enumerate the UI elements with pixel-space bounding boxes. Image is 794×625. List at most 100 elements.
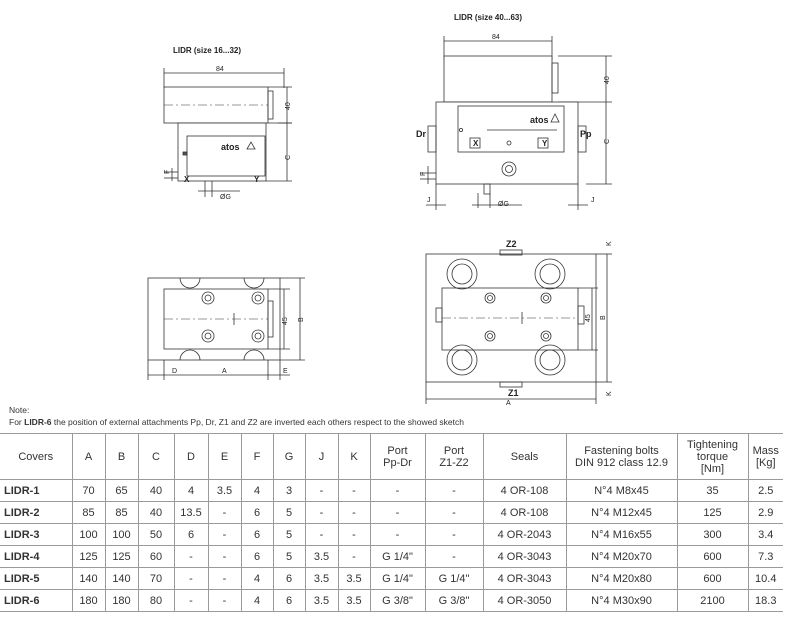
port-dr: Dr xyxy=(416,129,426,139)
table-cell: 85 xyxy=(71,501,106,524)
table-cell: 180 xyxy=(71,589,106,612)
table-cell: 100 xyxy=(71,523,106,546)
dim-phig-small: ØG xyxy=(220,194,231,201)
dim-a-large: A xyxy=(506,400,511,406)
table-cell: G 3/8" xyxy=(369,589,426,612)
table-cell: 50 xyxy=(137,523,175,546)
table-cell: - xyxy=(173,545,209,568)
column-header: Mass[Kg] xyxy=(747,433,783,480)
table-cell: N°4 M20x80 xyxy=(565,567,678,590)
dim-f-large: F xyxy=(420,172,427,176)
dim-e-small: E xyxy=(283,368,288,375)
row-model-name: LIDR-2 xyxy=(0,501,73,524)
dim-45-small: 45 xyxy=(282,317,289,325)
column-header: A xyxy=(71,433,106,480)
table-cell: - xyxy=(424,501,484,524)
table-cell: - xyxy=(207,589,242,612)
table-cell: 3 xyxy=(272,479,306,502)
table-cell: 4 OR-3043 xyxy=(482,545,567,568)
table-cell: 2.9 xyxy=(747,501,783,524)
table-cell: 3.4 xyxy=(747,523,783,546)
dim-84-small: 84 xyxy=(216,66,224,73)
dim-45-large: 45 xyxy=(585,314,592,322)
dim-k-bottom: K xyxy=(606,391,613,396)
column-header: J xyxy=(304,433,339,480)
table-cell: 2.5 xyxy=(747,479,783,502)
note-text: For LIDR-6 the position of external atta… xyxy=(9,417,464,427)
note-label: Note: xyxy=(9,405,30,415)
small-top-view: 45 B D A E xyxy=(147,277,305,380)
table-cell: 85 xyxy=(104,501,139,524)
column-header: G xyxy=(272,433,306,480)
table-cell: 180 xyxy=(104,589,139,612)
small-side-view: 84 40 atos C F X Y ØG xyxy=(163,66,292,201)
column-header: D xyxy=(173,433,209,480)
column-header: E xyxy=(207,433,242,480)
table-cell: - xyxy=(304,479,339,502)
table-cell: - xyxy=(337,545,371,568)
dim-k-top: K xyxy=(606,241,613,246)
port-x-small: X xyxy=(184,175,190,184)
table-cell: 125 xyxy=(676,501,749,524)
table-cell: - xyxy=(207,501,242,524)
table-cell: 140 xyxy=(71,567,106,590)
table-cell: 5 xyxy=(272,523,306,546)
table-cell: 65 xyxy=(104,479,139,502)
table-cell: - xyxy=(207,567,242,590)
table-cell: 6 xyxy=(240,501,274,524)
table-cell: 70 xyxy=(71,479,106,502)
table-cell: 6 xyxy=(272,589,306,612)
table-cell: N°4 M30x90 xyxy=(565,589,678,612)
dim-84-large: 84 xyxy=(492,34,500,41)
table-cell: - xyxy=(173,567,209,590)
table-cell: 4 OR-108 xyxy=(482,479,567,502)
row-model-name: LIDR-3 xyxy=(0,523,73,546)
large-nameplate-brand: atos xyxy=(530,115,549,125)
table-cell: N°4 M16x55 xyxy=(565,523,678,546)
dim-f-small: F xyxy=(164,170,171,174)
row-model-name: LIDR-4 xyxy=(0,545,73,568)
large-top-view: Z2 Z1 45 B K K A xyxy=(425,239,613,406)
table-cell: 3.5 xyxy=(304,589,339,612)
table-cell: 125 xyxy=(71,545,106,568)
table-cell: 40 xyxy=(137,501,175,524)
table-cell: 80 xyxy=(137,589,175,612)
table-cell: 5 xyxy=(272,545,306,568)
table-cell: 35 xyxy=(676,479,749,502)
table-cell: 3.5 xyxy=(337,589,371,612)
small-drawing-title: LIDR (size 16...32) xyxy=(173,46,242,55)
table-cell: - xyxy=(337,523,371,546)
table-cell: 2100 xyxy=(676,589,749,612)
table-cell: - xyxy=(337,479,371,502)
table-cell: - xyxy=(424,479,484,502)
note: Note: For LIDR-6 the position of externa… xyxy=(9,404,464,428)
port-y-large: Y xyxy=(542,139,548,148)
table-cell: 140 xyxy=(104,567,139,590)
table-cell: 5 xyxy=(272,501,306,524)
small-nameplate-brand: atos xyxy=(221,142,240,152)
table-cell: 6 xyxy=(173,523,209,546)
dim-40-large: 40 xyxy=(604,76,611,84)
dim-b-large: B xyxy=(600,315,607,320)
dim-phig-large: ØG xyxy=(498,201,509,208)
table-cell: G 1/4" xyxy=(369,567,426,590)
dim-40-small: 40 xyxy=(285,102,292,110)
table-cell: 3.5 xyxy=(304,567,339,590)
table-cell: 300 xyxy=(676,523,749,546)
port-x-large: X xyxy=(473,139,479,148)
column-header: Seals xyxy=(482,433,567,480)
port-pp: Pp xyxy=(580,129,592,139)
table-cell: - xyxy=(304,523,339,546)
table-cell: 10.4 xyxy=(747,567,783,590)
table-cell: 60 xyxy=(137,545,175,568)
table-cell: - xyxy=(337,501,371,524)
